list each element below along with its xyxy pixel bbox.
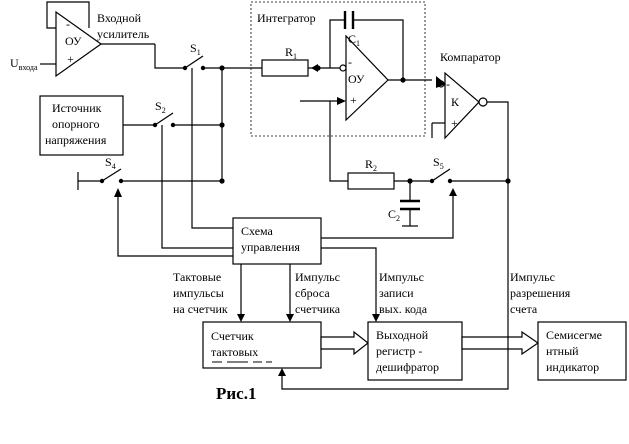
s1-label: S1 <box>190 41 201 57</box>
s2-label: S2 <box>155 99 166 115</box>
figure-caption: Рис.1 <box>216 384 256 403</box>
integrator-opamp: - ОУ + <box>339 34 389 122</box>
integrator-plus: + <box>350 93 357 107</box>
bus-arrow-register-display <box>461 330 540 356</box>
u-input-label: Uвхода <box>10 56 38 72</box>
comparator-output-line <box>487 101 509 330</box>
counter-line-2: тактовых <box>211 345 258 359</box>
c1-label: C1 <box>348 32 360 48</box>
wire-amp-to-s1 <box>154 44 185 69</box>
resistor-r2: R2 <box>347 157 395 190</box>
display-box <box>537 321 627 381</box>
s5-label: S5 <box>433 155 444 171</box>
register-line-3: дешифратор <box>376 360 439 374</box>
enable-label-1: Импульс <box>510 270 555 284</box>
comparator-title: Компаратор <box>440 50 501 64</box>
display-line-3: индикатор <box>546 360 599 374</box>
bus-arrow-counter-register <box>320 330 369 356</box>
input-amp-minus: - <box>66 17 70 31</box>
seven-segment-display: Семисегме нтный индикатор <box>537 321 627 381</box>
resistor-r1: R1 <box>261 45 309 77</box>
integrator-boundary <box>250 1 426 137</box>
clock-label-3: на счетчик <box>173 302 228 316</box>
reset-label-3: счетчика <box>295 302 341 316</box>
ctrl-line-s5 <box>321 192 454 239</box>
capacitor-c2: C2 <box>388 181 420 226</box>
s4-label: S4 <box>105 155 116 171</box>
register-decoder: Выходной регистр - дешифратор <box>367 321 463 381</box>
register-line-2: регистр - <box>376 344 422 358</box>
ctrl-line-s1 <box>191 68 233 229</box>
c2-label: C2 <box>388 207 400 223</box>
integrator-title: Интегратор <box>257 11 316 25</box>
display-line-1: Семисегме <box>546 328 602 342</box>
capacitor-c1: C1 <box>329 11 404 80</box>
ref-source-line-3: напряжения <box>45 133 107 147</box>
control-unit: Схема управления <box>232 217 322 265</box>
enable-line <box>281 330 509 390</box>
integrator-minus: - <box>348 55 352 69</box>
ref-source-line-1: Источник <box>52 101 102 115</box>
input-amp-plus: + <box>67 52 74 66</box>
register-box <box>367 321 463 381</box>
counter: Счетчик тактовых <box>202 321 322 369</box>
reset-label-2: сброса <box>295 286 330 300</box>
enable-label-3: счета <box>510 302 538 316</box>
switch-s4: S4 <box>77 155 124 190</box>
control-line-1: Схема <box>241 224 274 238</box>
write-label-3: вых. кода <box>379 302 428 316</box>
register-line-1: Выходной <box>376 328 429 342</box>
enable-label-2: разрешения <box>510 286 571 300</box>
write-label-1: Импульс <box>379 270 424 284</box>
write-line <box>321 247 377 320</box>
switch-s1: S1 <box>182 41 206 71</box>
clock-label-2: импульсы <box>173 286 224 300</box>
comparator-minus: - <box>446 77 450 91</box>
comparator: - К + <box>437 71 488 140</box>
wire-to-r2 <box>329 101 348 182</box>
ref-source-line-2: опорного <box>52 117 99 131</box>
input-amp-opamp-label: ОУ <box>65 34 82 48</box>
switch-s5: S5 <box>429 155 453 184</box>
r2-label: R2 <box>365 157 377 173</box>
r1-label: R1 <box>285 45 297 61</box>
reference-source-box <box>39 95 124 156</box>
write-label-2: записи <box>379 286 414 300</box>
control-unit-box <box>232 217 322 265</box>
integrator-opamp-label: ОУ <box>348 72 365 86</box>
counter-line-1: Счетчик <box>211 329 254 343</box>
comparator-plus: + <box>451 116 458 130</box>
ctrl-line-s2 <box>161 125 233 249</box>
display-line-2: нтный <box>546 344 579 358</box>
reference-source: Источник опорного напряжения <box>39 95 124 156</box>
control-line-2: управления <box>241 240 300 254</box>
comparator-k-label: К <box>451 95 460 109</box>
switch-s2: S2 <box>152 99 176 128</box>
reset-label-1: Импульс <box>295 270 340 284</box>
clock-label-1: Тактовые <box>173 270 221 284</box>
ctrl-line-s4 <box>117 193 233 257</box>
